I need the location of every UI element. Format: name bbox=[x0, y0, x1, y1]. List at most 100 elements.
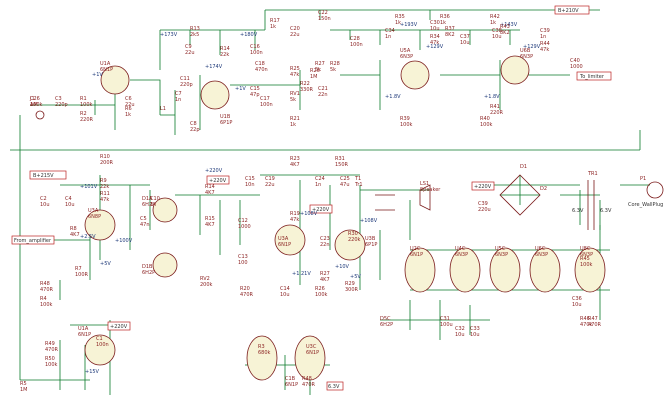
component-designator: R39 bbox=[400, 116, 410, 122]
component-designator: R8 bbox=[70, 226, 77, 232]
voltage-label: +10V bbox=[335, 264, 350, 270]
component-labels: J1AMC3220pR1100kR2220RC622uR61kU1A6N1PL1… bbox=[20, 10, 646, 393]
component-value: 4K7 bbox=[320, 277, 330, 283]
component-designator: R50 bbox=[45, 356, 55, 362]
component-value: 100R bbox=[75, 272, 89, 278]
component-value: 100n bbox=[250, 50, 263, 56]
component-designator: R47 bbox=[588, 316, 598, 322]
component-designator: C13 bbox=[238, 254, 248, 260]
component-value: 200k bbox=[200, 282, 213, 288]
component-designator: U1A bbox=[78, 326, 89, 332]
flag-bplus-left bbox=[29, 170, 67, 180]
voltage-label: +5V bbox=[350, 274, 361, 280]
component-value: 6N1P bbox=[78, 332, 91, 338]
component-value: 100k bbox=[80, 102, 93, 108]
component-designator: J1 bbox=[29, 96, 35, 102]
component-value: 22u bbox=[185, 50, 195, 56]
label-to-limiter: To_limiter bbox=[579, 74, 605, 80]
component-designator: R21 bbox=[290, 116, 300, 122]
component-value: 8K2 bbox=[500, 30, 510, 36]
component-value: 5k bbox=[315, 67, 321, 73]
component-designator: R37 bbox=[445, 26, 455, 32]
component-value: 8K2 bbox=[445, 32, 455, 38]
component-value: 6N3P bbox=[535, 252, 548, 258]
component-value: 470R bbox=[302, 382, 316, 388]
power-components bbox=[35, 110, 664, 230]
component-value: 470R bbox=[45, 347, 59, 353]
component-designator: R35 bbox=[395, 14, 405, 20]
component-value: AM bbox=[30, 102, 38, 108]
flag-v220-mid bbox=[206, 175, 230, 185]
output-transformer bbox=[375, 194, 395, 211]
component-designator: D1A bbox=[142, 196, 153, 202]
component-designator: R22 bbox=[300, 81, 310, 87]
component-value: 47k bbox=[290, 72, 299, 78]
component-value: 4K7 bbox=[205, 190, 215, 196]
component-value: 6N1P bbox=[100, 67, 113, 73]
voltage-annotations: +173V +180V +174V +1V +1.8V +1.8V +193V … bbox=[80, 22, 541, 375]
component-value: 1k bbox=[395, 20, 401, 26]
component-designator: R45 bbox=[580, 256, 590, 262]
component-designator: U4C bbox=[455, 246, 466, 252]
component-value: 10u bbox=[492, 34, 502, 40]
component-value: 10u bbox=[65, 202, 75, 208]
voltage-label: +100V bbox=[115, 238, 133, 244]
voltage-label: +108V bbox=[300, 211, 318, 217]
component-designator: R49 bbox=[45, 341, 55, 347]
component-value: 150n bbox=[318, 16, 331, 22]
tube-u6c bbox=[529, 247, 561, 293]
component-value: 6H2P bbox=[380, 322, 393, 328]
component-designator: R14 bbox=[220, 46, 230, 52]
label-bplus-top: B+210V bbox=[558, 8, 579, 14]
component-value: 100 bbox=[238, 260, 248, 266]
component-value: 220R bbox=[80, 117, 94, 123]
component-value: 1000 bbox=[238, 224, 251, 230]
component-value: 22n bbox=[320, 242, 330, 248]
component-value: 1k bbox=[290, 122, 296, 128]
component-value: 47k bbox=[290, 217, 299, 223]
flag-v220-mid2 bbox=[309, 204, 333, 214]
component-designator: R19 bbox=[290, 211, 300, 217]
component-value: 6N3P bbox=[455, 252, 468, 258]
component-designator: D5C bbox=[380, 316, 391, 322]
label-bplus-left: B+215V bbox=[33, 173, 54, 179]
component-designator: C31 bbox=[440, 316, 450, 322]
component-designator: R2 bbox=[80, 111, 87, 117]
component-designator: C4 bbox=[65, 196, 72, 202]
component-value: 150R bbox=[335, 162, 349, 168]
label-from-amp: From_amplifier bbox=[14, 238, 52, 244]
component-designator: C1B bbox=[285, 376, 296, 382]
component-value: 4K7 bbox=[205, 222, 215, 228]
component-designator: D2 bbox=[540, 186, 547, 192]
component-value: 10u bbox=[460, 40, 470, 46]
component-designator: R25 bbox=[290, 66, 300, 72]
voltage-label: +180V bbox=[240, 32, 258, 38]
component-designator: C38 bbox=[492, 28, 502, 34]
component-designator: C39 bbox=[540, 28, 550, 34]
input-jack-icon bbox=[35, 110, 45, 120]
component-designator: U5A bbox=[400, 48, 411, 54]
component-designator: C40 bbox=[570, 58, 580, 64]
component-value: 100k bbox=[315, 292, 328, 298]
component-value: 47k bbox=[100, 197, 109, 203]
component-designator: U1B bbox=[220, 114, 231, 120]
component-value: 100k bbox=[45, 362, 58, 368]
component-designator: R28 bbox=[330, 61, 340, 67]
component-designator: LS1 bbox=[420, 181, 429, 187]
component-designator: C15 bbox=[245, 176, 255, 182]
voltage-label: +193V bbox=[400, 22, 418, 28]
component-value: 100k bbox=[480, 122, 493, 128]
component-designator: C12 bbox=[238, 218, 248, 224]
component-value: 330R bbox=[300, 87, 314, 93]
label-core-plug: Core_WallPlug bbox=[628, 202, 663, 208]
voltage-label: +129V bbox=[523, 44, 541, 50]
component-designator: R44 bbox=[540, 41, 550, 47]
tube-u5c-ps bbox=[489, 247, 521, 293]
component-value: 220p bbox=[180, 82, 193, 88]
label-v220-mid2: +220V bbox=[312, 207, 330, 213]
component-designator: C19 bbox=[265, 176, 275, 182]
tube-u3a-left bbox=[84, 209, 116, 241]
tube-u2c bbox=[404, 247, 436, 293]
voltage-label: +173V bbox=[160, 32, 178, 38]
component-value: 6N3P bbox=[580, 252, 593, 258]
